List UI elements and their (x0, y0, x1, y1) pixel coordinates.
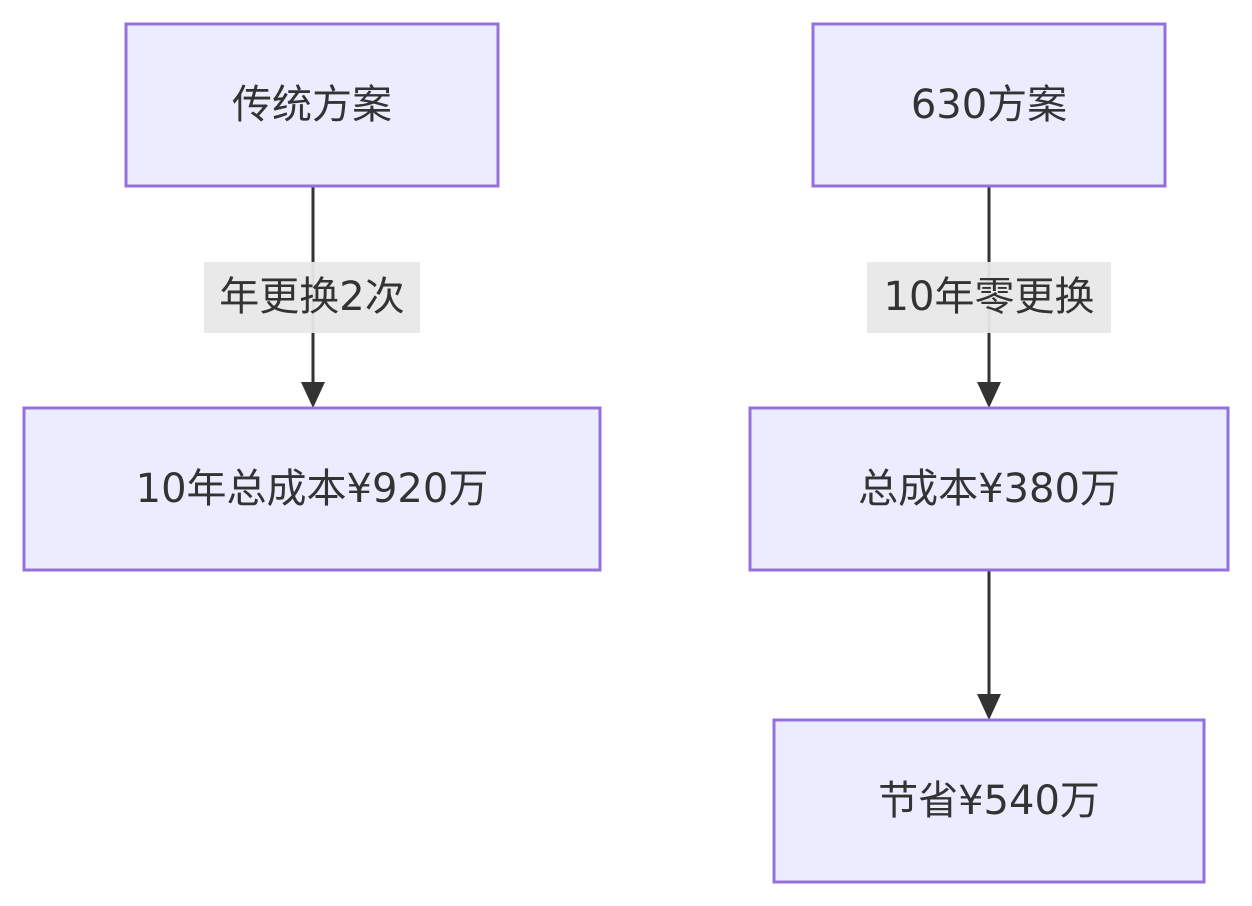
node-label: 630方案 (911, 82, 1067, 128)
edge-630-to-cost: 10年零更换 (867, 187, 1111, 408)
arrow-head (977, 382, 1001, 408)
node-630-scheme: 630方案 (811, 22, 1167, 188)
edge-label-replace-twice: 年更换2次 (219, 274, 404, 320)
node-traditional-total-cost: 10年总成本¥920万 (22, 406, 602, 572)
arrow-head (977, 694, 1001, 720)
node-630-total-cost: 总成本¥380万 (748, 406, 1230, 572)
node-box (811, 22, 1167, 188)
edge-label-background (867, 262, 1111, 333)
node-label: 10年总成本¥920万 (136, 466, 489, 512)
node-traditional-scheme: 传统方案 (124, 22, 500, 188)
edge-cost-to-savings (977, 571, 1001, 720)
node-label: 节省¥540万 (878, 778, 1100, 824)
edge-traditional-to-cost: 年更换2次 (204, 187, 420, 408)
arrow-head (301, 382, 325, 408)
node-box (772, 718, 1206, 884)
node-label: 传统方案 (232, 82, 392, 128)
node-box (748, 406, 1230, 572)
node-savings: 节省¥540万 (772, 718, 1206, 884)
edge-label-zero-replacement: 10年零更换 (884, 274, 1095, 320)
node-box (22, 406, 602, 572)
node-label: 总成本¥380万 (858, 466, 1120, 512)
node-box (124, 22, 500, 188)
edge-label-background (204, 262, 420, 333)
